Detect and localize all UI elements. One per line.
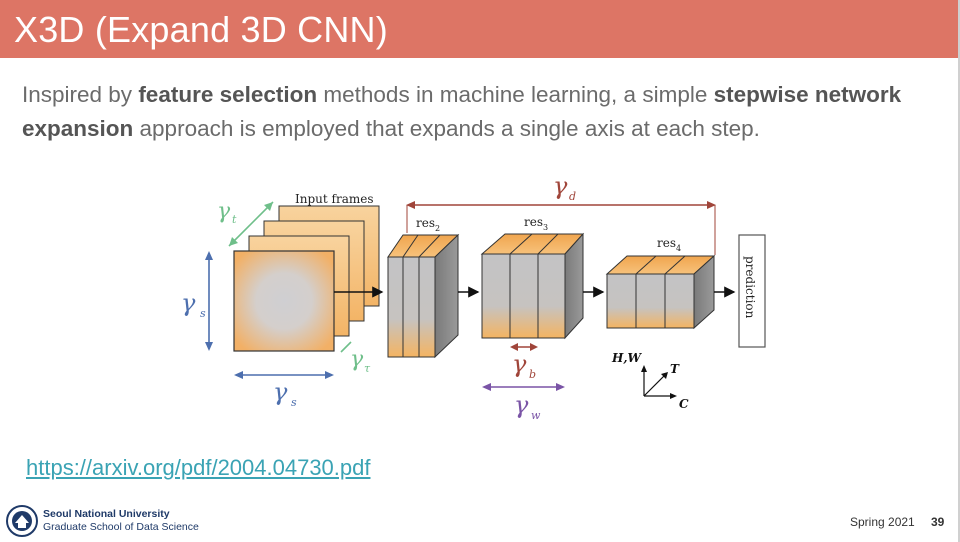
- res2-label: res2: [416, 216, 440, 233]
- gamma-s-v-head-a: [205, 251, 213, 260]
- gamma-s-left-symbol: γ: [181, 289, 196, 317]
- gamma-tau-subscript: τ: [364, 362, 371, 375]
- gamma-b-symbol: γ: [512, 350, 527, 378]
- gamma-t-subscript: t: [232, 213, 237, 226]
- intro-bold-1: feature selection: [138, 82, 318, 107]
- prediction-label: prediction: [743, 256, 757, 319]
- res3-front-2: [509, 253, 539, 339]
- gamma-tau-arrow: [340, 341, 352, 353]
- intro-part-1: Inspired by: [22, 82, 139, 107]
- gamma-w-symbol: γ: [514, 391, 529, 419]
- res4-block: [605, 254, 716, 330]
- gamma-t-symbol: γ: [217, 199, 231, 224]
- gamma-t-arrow: [228, 201, 274, 247]
- gamma-b-subscript: b: [529, 368, 536, 381]
- axis-hw-label: H,W: [611, 351, 643, 365]
- axis-c-label: C: [679, 397, 689, 411]
- gamma-s-bottom-symbol: γ: [273, 378, 288, 406]
- res2-front-1: [387, 256, 404, 358]
- university-name: Seoul National University: [43, 508, 170, 520]
- gamma-tau-symbol: γ: [350, 347, 364, 372]
- input-frame-front: [233, 250, 335, 352]
- paper-link[interactable]: https://arxiv.org/pdf/2004.04730.pdf: [26, 455, 371, 480]
- intro-part-2: methods in machine learning, a simple: [317, 82, 714, 107]
- res4-front-3: [664, 273, 695, 329]
- gamma-s-left-subscript: s: [200, 307, 206, 320]
- gamma-t-head-b: [264, 202, 273, 211]
- res2-side: [434, 233, 459, 359]
- gamma-s-h-head-a: [234, 371, 243, 379]
- intro-bold-2: stepwise network expansion: [22, 82, 902, 141]
- prediction-box: [738, 234, 766, 348]
- gamma-s-bottom-subscript: s: [291, 396, 297, 409]
- res2-block: [387, 233, 460, 359]
- axis-t-label: T: [670, 362, 680, 376]
- res4-front-1: [606, 273, 637, 329]
- input-frames: [233, 205, 380, 352]
- title-bar: X3D (Expand 3D CNN): [0, 0, 960, 58]
- axes-indicator: H,W T C: [611, 351, 689, 411]
- page-number: 39: [931, 515, 945, 529]
- gamma-d-symbol: γ: [553, 172, 568, 200]
- school-name: Graduate School of Data Science: [43, 521, 199, 533]
- res3-front-1: [481, 253, 511, 339]
- res3-block: [480, 232, 585, 340]
- gamma-w-subscript: w: [531, 409, 541, 422]
- slide-right-edge: [958, 58, 960, 542]
- footer-date: Spring 2021: [850, 515, 915, 529]
- res3-label: res3: [524, 215, 548, 232]
- gamma-t-head-a: [229, 237, 238, 246]
- input-frames-label: Input frames: [295, 192, 374, 206]
- res2-front-3: [418, 256, 436, 358]
- res2-front-2: [402, 256, 420, 358]
- gamma-s-h-head-b: [325, 371, 334, 379]
- intro-text: Inspired by feature selection methods in…: [22, 78, 922, 146]
- gamma-s-v-head-b: [205, 342, 213, 351]
- gamma-d-subscript: d: [569, 190, 576, 203]
- university-block: Seoul National University Graduate Schoo…: [43, 508, 199, 534]
- intro-part-3: approach is employed that expands a sing…: [133, 116, 760, 141]
- res4-label: res4: [657, 236, 681, 253]
- slide-title: X3D (Expand 3D CNN): [14, 9, 388, 50]
- res4-front-2: [635, 273, 666, 329]
- university-logo-icon: [6, 505, 38, 537]
- res3-front-3: [537, 253, 566, 339]
